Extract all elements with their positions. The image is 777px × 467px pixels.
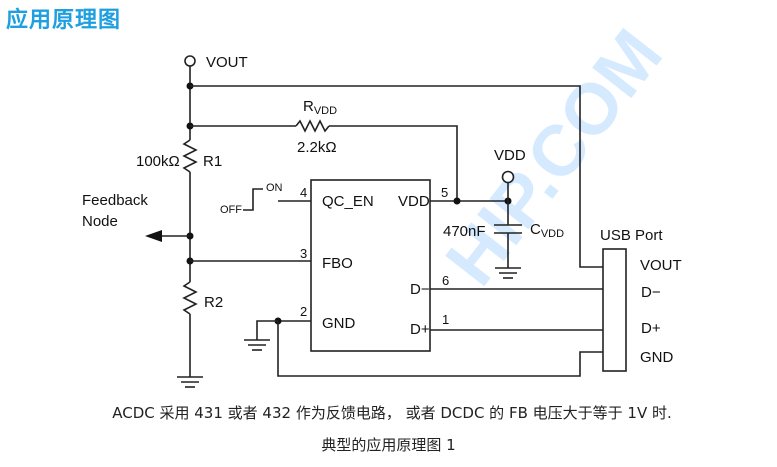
feedback-arrow-icon <box>145 230 162 242</box>
pin-name: GND <box>322 315 356 332</box>
vdd-terminal-icon <box>501 170 515 184</box>
qc-en-switch-icon <box>243 188 263 211</box>
pin-number: 1 <box>442 312 449 327</box>
switch-off-label: OFF <box>220 204 242 216</box>
feedback-node-label-2: Node <box>82 213 118 230</box>
switch-on-label: ON <box>266 182 283 194</box>
caption-figure-title: 典型的应用原理图 1 <box>321 436 456 454</box>
rvdd-name: RVDD <box>303 98 337 117</box>
rvdd-right-wire <box>329 125 458 201</box>
caption-description: ACDC 采用 431 或者 432 作为反馈电路， 或者 DCDC 的 FB … <box>112 404 672 422</box>
rvdd-value: 2.2kΩ <box>297 139 337 156</box>
pin-number: 5 <box>441 185 448 200</box>
pin-name: QC_EN <box>322 193 374 210</box>
page-title: 应用原理图 <box>6 8 122 33</box>
r1-name: R1 <box>203 153 222 170</box>
pin-name: D+ <box>410 321 430 338</box>
usb-port-label: USB Port <box>600 227 663 244</box>
capacitor-icon <box>494 224 522 234</box>
usb-pin-label: VOUT <box>640 257 682 274</box>
pin-name: FBO <box>322 255 353 272</box>
vout-to-usb-wire <box>190 85 603 268</box>
gnd-to-usb-wire <box>277 321 603 377</box>
usb-pin-label: GND <box>640 349 674 366</box>
r2-name: R2 <box>204 294 223 311</box>
pin-number: 2 <box>300 304 307 319</box>
pin-number: 3 <box>300 246 307 261</box>
pin-number: 4 <box>300 185 307 200</box>
pin-name: VDD <box>398 193 430 210</box>
ground-icon <box>495 267 521 279</box>
rvdd-resistor-icon <box>295 119 330 133</box>
ic-body <box>310 179 431 352</box>
vdd-terminal-label: VDD <box>494 147 526 164</box>
ground-icon <box>177 376 203 388</box>
vout-terminal-icon <box>184 55 196 67</box>
junction-dot <box>453 197 461 205</box>
pin-number: 6 <box>442 273 449 288</box>
r1-value: 100kΩ <box>136 153 180 170</box>
usb-pin-label: D− <box>641 284 661 301</box>
pin-name: D− <box>410 281 430 298</box>
usb-pin-label: D+ <box>641 320 661 337</box>
usb-port-body <box>602 248 627 372</box>
cvdd-name: CVDD <box>530 221 564 240</box>
r1-resistor-icon <box>182 139 198 173</box>
r2-resistor-icon <box>182 281 198 315</box>
vout-label: VOUT <box>206 54 248 71</box>
feedback-node-label-1: Feedback <box>82 192 148 209</box>
ground-icon <box>244 339 270 351</box>
ic-gnd-ground-wire <box>256 320 278 340</box>
cvdd-value: 470nF <box>443 223 486 240</box>
